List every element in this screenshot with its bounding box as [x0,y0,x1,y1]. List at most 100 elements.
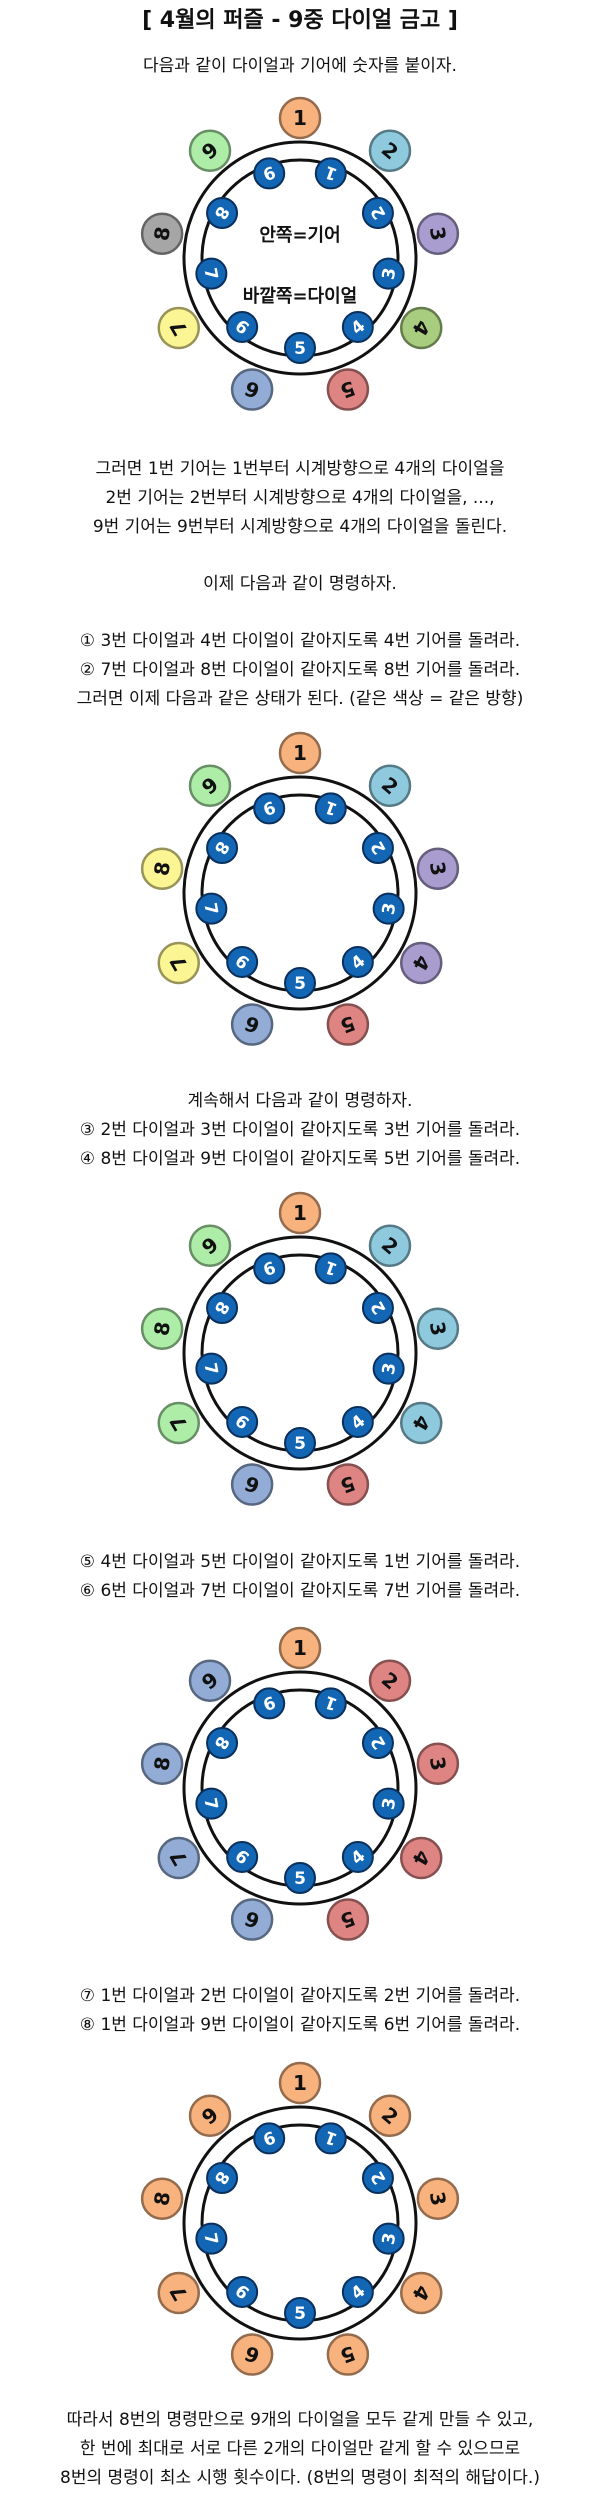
steps-3-4: 계속해서 다음과 같이 명령하자. ③ 2번 다이얼과 3번 다이얼이 같아지도… [79,1091,521,1169]
dial-9: 9 [188,2094,232,2138]
dial-7: 7 [157,1401,201,1445]
dial-3: 3 [416,847,460,890]
dial-8: 8 [140,847,184,890]
dial-7: 7 [157,941,201,985]
dial-number: 1 [293,106,307,130]
dial-2: 2 [368,2094,412,2138]
dial-number: 8 [149,225,175,243]
dial-9: 9 [188,129,232,173]
gear-2: 2 [361,1727,394,1759]
dial-number: 3 [425,1755,451,1773]
dial-number: 3 [425,225,451,243]
dial-6: 6 [230,2333,274,2376]
gear-5: 5 [284,332,316,364]
gear-9: 9 [253,792,286,825]
dial-number: 1 [293,1636,307,1660]
dial-3: 3 [416,1742,460,1785]
gear-4: 4 [341,1840,374,1873]
dial-2: 2 [368,1659,412,1703]
gear-4: 4 [341,945,374,978]
dial-7: 7 [157,306,201,350]
dial-2: 2 [368,1224,412,1268]
dial-4: 4 [399,2271,443,2315]
gear-8: 8 [206,832,239,864]
gear-6: 6 [226,1405,259,1438]
gear-2: 2 [361,1292,394,1324]
steps-7-8: ⑦ 1번 다이얼과 2번 다이얼이 같아지도록 2번 기어를 돌려라. ⑧ 1번… [79,1986,521,2035]
gear-9: 9 [253,1687,286,1720]
dial-number: 3 [425,1320,451,1338]
dial-6: 6 [230,1898,274,1941]
dial-4: 4 [399,306,443,350]
dial-number: 1 [293,1201,307,1225]
gear-number: 5 [294,2304,306,2324]
gear-9: 9 [253,1252,286,1285]
gear-number: 7 [200,2231,222,2246]
dial-3: 3 [416,2177,460,2220]
dial-4: 4 [399,1401,443,1445]
gear-number: 7 [200,266,222,281]
dial-3: 3 [416,1307,460,1350]
label-inner-gear: 안쪽=기어 [259,225,340,246]
gear-1: 1 [314,1252,347,1285]
gear-1: 1 [314,1687,347,1720]
gear-6: 6 [226,945,259,978]
intro-text: 다음과 같이 다이얼과 기어에 숫자를 붙이자. [143,56,457,76]
gear-number: 3 [379,266,401,281]
dial-5: 5 [326,1898,370,1941]
gear-5: 5 [284,1862,316,1894]
outer-ring [182,2105,418,2341]
dial-1: 1 [278,2061,322,2105]
dial-number: 3 [425,860,451,878]
gear-8: 8 [206,1292,239,1324]
dial-8: 8 [140,212,184,255]
conclusion-text: 따라서 8번의 명령만으로 9개의 다이얼을 모두 같게 만들 수 있고, 한 … [60,2410,540,2488]
gear-6: 6 [226,1840,259,1873]
dial-1: 1 [278,731,322,775]
gear-3: 3 [372,257,405,290]
outer-ring [182,140,418,376]
dial-number: 8 [149,2190,175,2208]
dial-5: 5 [326,2333,370,2376]
gear-8: 8 [206,2162,239,2194]
gear-number: 5 [294,1869,306,1889]
dial-number: 8 [149,1320,175,1338]
dial-3: 3 [416,212,460,255]
gear-3: 3 [372,1787,405,1820]
gear-7: 7 [195,257,228,290]
gear-number: 5 [294,974,306,994]
steps-1-2: ① 3번 다이얼과 4번 다이얼이 같아지도록 4번 기어를 돌려라. ② 7번… [76,631,524,709]
gear-number: 3 [379,2231,401,2246]
gear-7: 7 [195,1352,228,1385]
dial-number: 8 [149,860,175,878]
gear-4: 4 [341,310,374,343]
dial-5: 5 [326,368,370,411]
dial-1: 1 [278,1191,322,1235]
paragraph-gear-rule: 그러면 1번 기어는 1번부터 시계방향으로 4개의 다이얼을 2번 기어는 2… [92,459,508,537]
page-title: [ 4월의 퍼즐 - 9중 다이얼 금고 ] [142,8,458,33]
gear-9: 9 [253,157,286,190]
gear-number: 7 [200,1796,222,1811]
label-outer-dial: 바깥쪽=다이얼 [243,286,357,307]
gear-number: 7 [200,901,222,916]
gear-5: 5 [284,1427,316,1459]
gear-5: 5 [284,967,316,999]
gear-9: 9 [253,2122,286,2155]
dial-6: 6 [230,368,274,411]
gear-2: 2 [361,197,394,229]
dial-1: 1 [278,1626,322,1670]
dial-6: 6 [230,1003,274,1046]
dial-1: 1 [278,96,322,140]
gear-3: 3 [372,892,405,925]
gear-number: 7 [200,1361,222,1376]
gear-3: 3 [372,1352,405,1385]
dial-5: 5 [326,1463,370,1506]
dial-5: 5 [326,1003,370,1046]
outer-ring [182,1235,418,1471]
gear-1: 1 [314,157,347,190]
